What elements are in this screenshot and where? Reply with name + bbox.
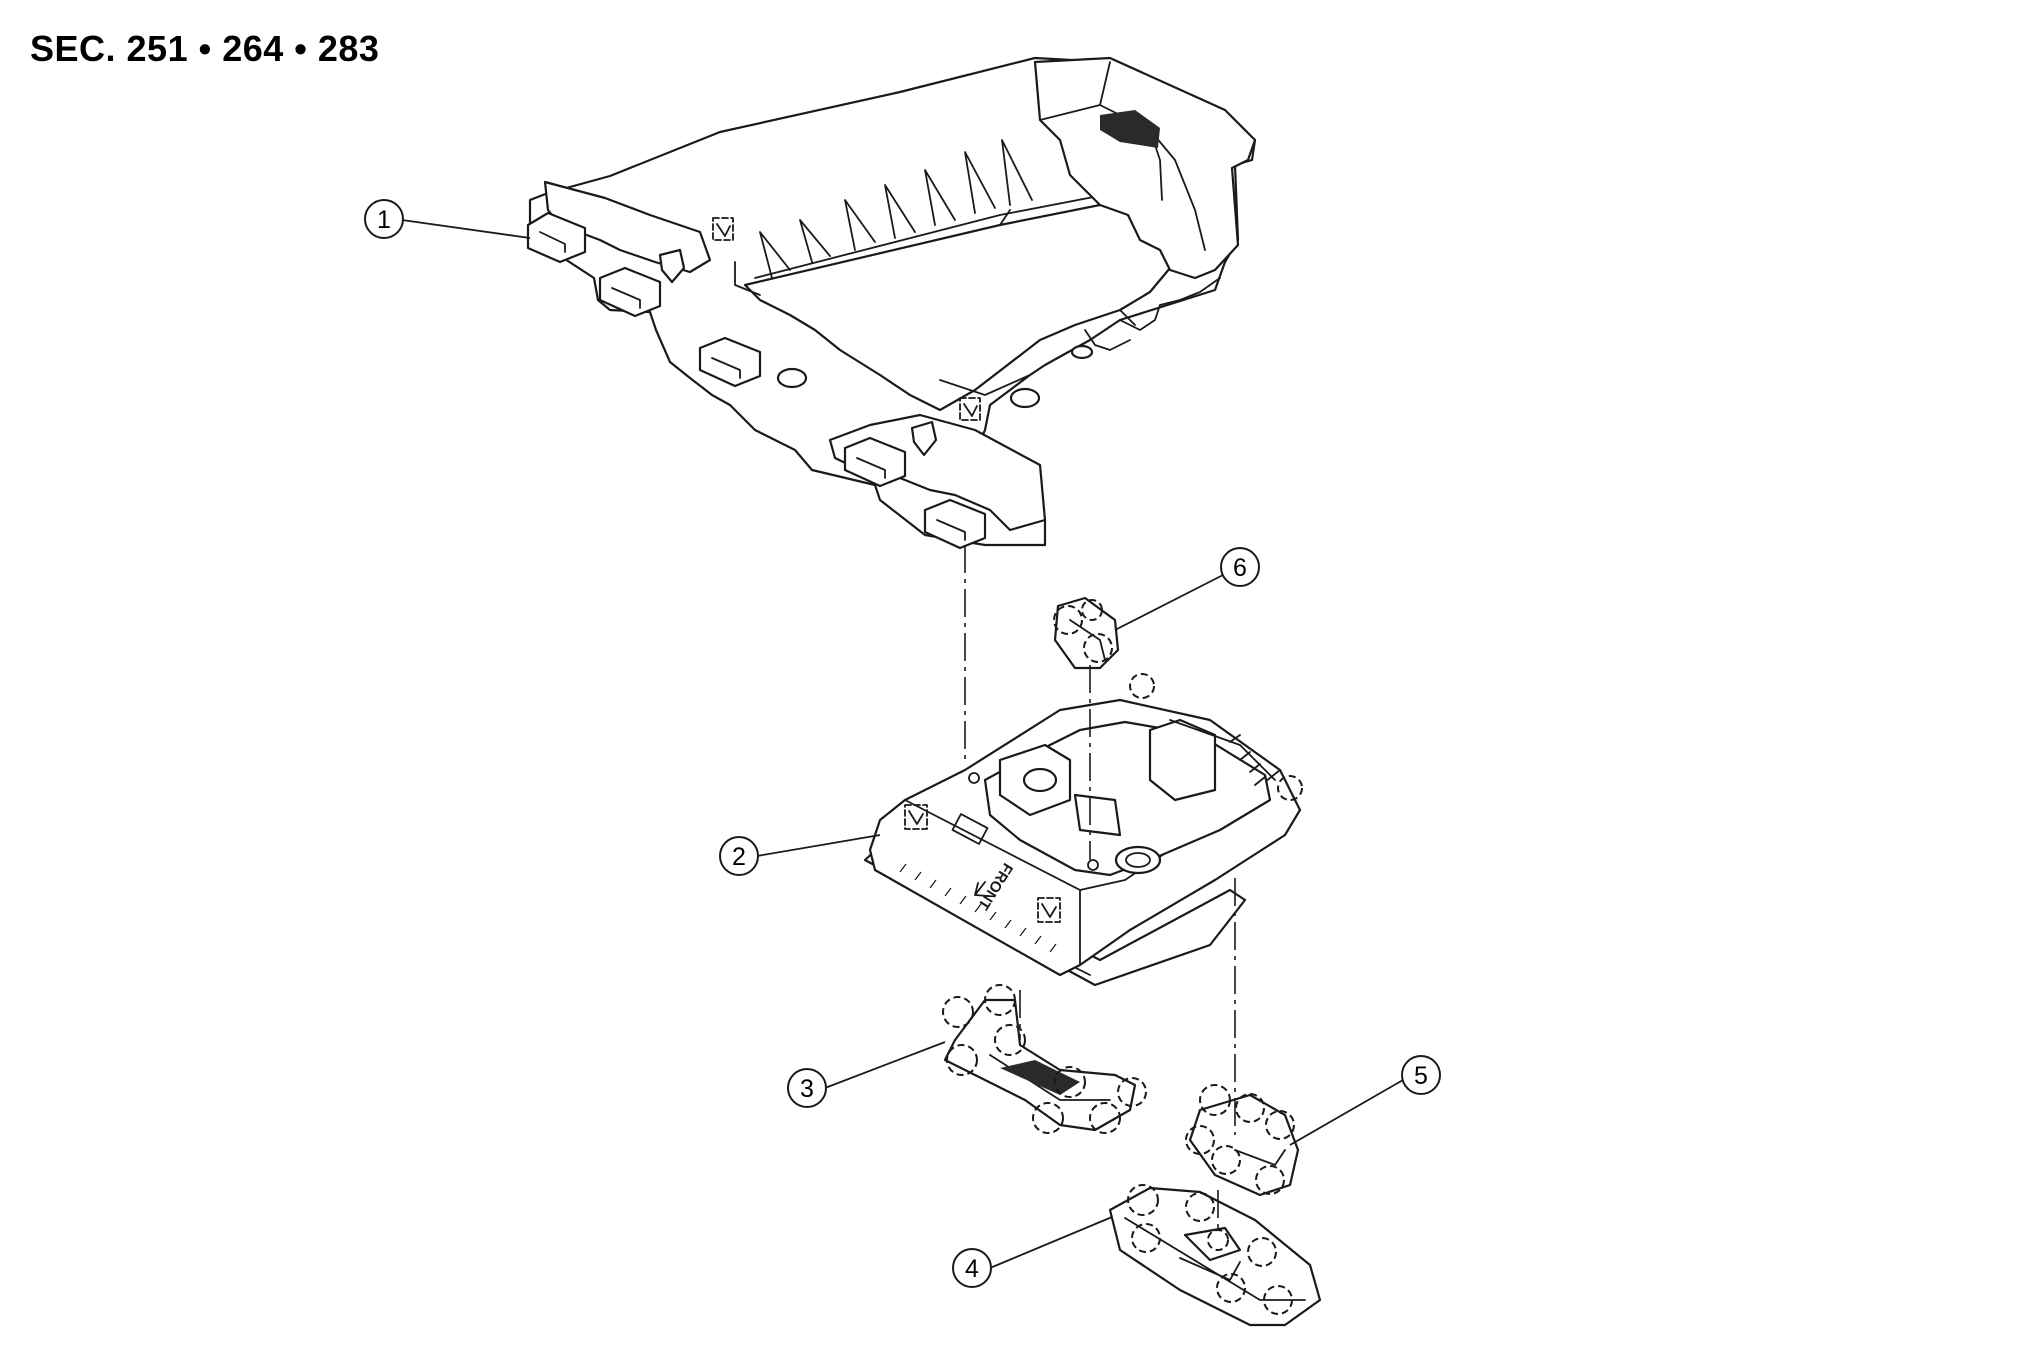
part-2-map-lamp-housing: FRONT (863, 673, 1303, 987)
callout-4: 4 (952, 1216, 1113, 1288)
callout-number: 1 (377, 206, 391, 234)
clip-symbol (712, 217, 734, 241)
part-4-lamp-base (1108, 1184, 1322, 1327)
callout-number: 4 (965, 1255, 979, 1283)
part-3-lens (942, 984, 1147, 1134)
callout-1: 1 (364, 199, 531, 239)
callout-number: 6 (1233, 554, 1247, 582)
clip-symbol (904, 804, 928, 830)
callout-number: 5 (1414, 1062, 1428, 1090)
callout-number: 3 (800, 1075, 814, 1103)
assembly-lines (964, 545, 1236, 1230)
part-5-switch-unit (1185, 1084, 1300, 1197)
part-1-bracket (526, 56, 1257, 550)
section-title: SEC. 251 • 264 • 283 (30, 28, 380, 69)
callout-6: 6 (1114, 547, 1260, 631)
clip-symbol (959, 397, 981, 421)
callout-2: 2 (719, 834, 881, 876)
part-6-connector (1053, 596, 1120, 670)
clip-symbol (1037, 897, 1061, 923)
callout-5: 5 (1289, 1055, 1441, 1146)
callout-3: 3 (787, 1041, 946, 1108)
callout-number: 2 (732, 843, 746, 871)
